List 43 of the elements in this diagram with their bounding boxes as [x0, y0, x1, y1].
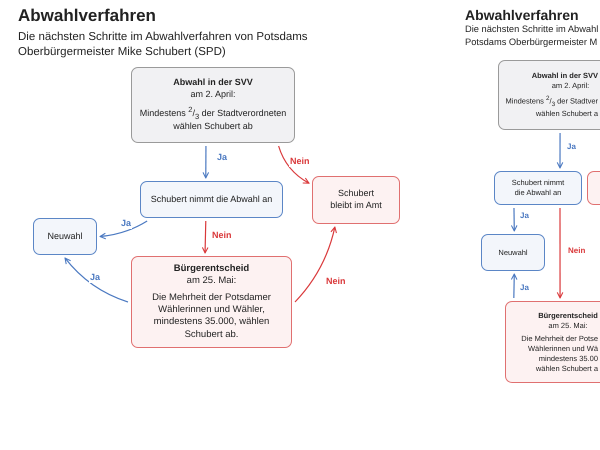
edge-label: Ja: [120, 219, 132, 229]
box-heading: Bürgerentscheid: [174, 262, 250, 276]
arrow: [278, 146, 310, 184]
process-box: [131, 67, 295, 143]
box-text: Schubert nimmt die Abwahl an: [150, 194, 272, 206]
arrow: [510, 273, 518, 298]
process-box: [494, 171, 582, 205]
arrow: [99, 220, 148, 240]
edge-label: Ja: [89, 273, 102, 283]
outcome-box: [505, 301, 600, 383]
subtitle: Die nächsten Schritte im Abwahlverfahren von Potsdams Oberbürgermeister Mike Schubert (SPD): [18, 30, 309, 60]
arrow: [556, 133, 564, 169]
box-text: Neuwahl: [47, 230, 83, 242]
diagram-title: Abwahlverfahren: [18, 6, 156, 26]
arrow: [202, 146, 210, 179]
arrow: [556, 208, 564, 299]
edge-label: Ja: [519, 284, 530, 293]
subtitle-line: Potsdams Oberbürgermeister M: [465, 36, 598, 48]
arrow: [64, 257, 128, 303]
box-heading: Abwahl in der SVV: [173, 77, 253, 89]
box-text: am 2. April:: [190, 88, 236, 101]
subtitle-line: Die nächsten Schritte im Abwahl: [465, 23, 598, 36]
edge-label: Nein: [325, 277, 347, 287]
edge-label: Ja: [216, 153, 228, 163]
process-box: [140, 181, 283, 218]
box-text: Die Mehrheit der Potsdamer Wählerinnen und Wähler, mindestens 35.000, wählen Schubert ab.: [151, 292, 272, 342]
edge-label: Ja: [519, 212, 530, 221]
panel-title: Abwahlverfahren: [465, 6, 579, 24]
arrow: [294, 226, 337, 302]
edge-label: Ja: [566, 143, 577, 152]
process-box: [498, 60, 600, 130]
edge-label: Nein: [567, 247, 586, 256]
outcome-box: [312, 176, 400, 224]
outcome-box: [131, 256, 292, 348]
arrow: [202, 220, 208, 254]
box-text: Mindestens $^{2}$/$_{3}$ der Stadtverordneten wählen Schubert ab: [138, 104, 288, 133]
process-box: [481, 234, 545, 271]
arrow: [510, 208, 518, 232]
edge-label: Nein: [211, 231, 233, 241]
box-text: Schubert bleibt im Amt: [329, 188, 383, 212]
edge-label: Nein: [289, 157, 311, 167]
box-text: am 25. Mai:: [186, 275, 236, 288]
process-box: [33, 218, 97, 255]
